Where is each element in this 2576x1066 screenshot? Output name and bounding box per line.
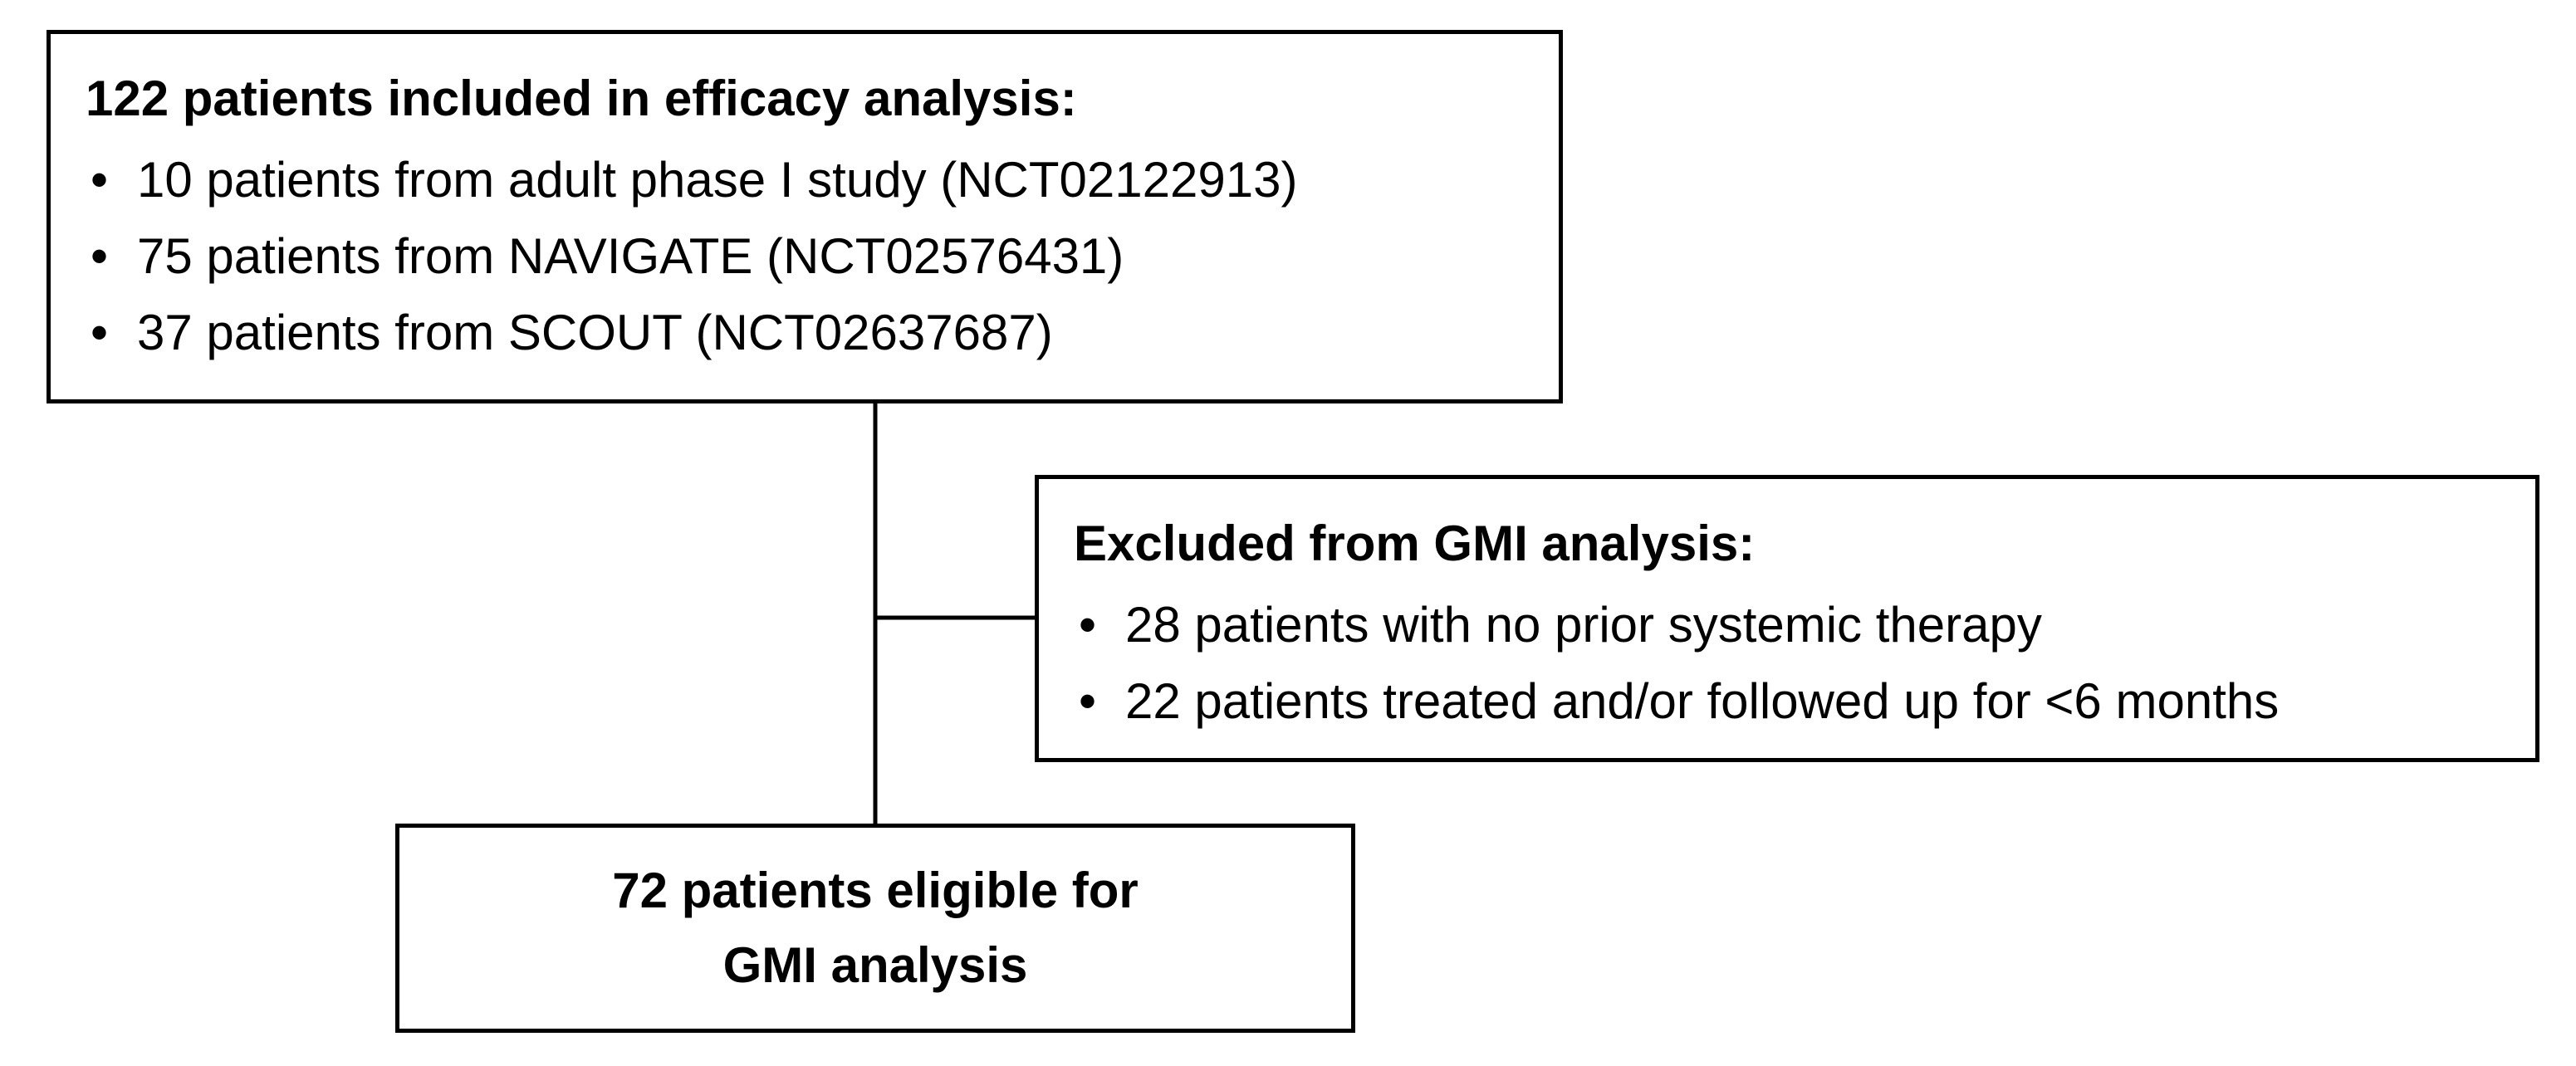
included-list: • 10 patients from adult phase I study (… [86, 142, 1559, 371]
bullet-icon: • [91, 152, 109, 208]
included-item-text: 10 patients from adult phase I study (NC… [137, 152, 1298, 208]
eligible-patients-box: 72 patients eligible for GMI analysis [395, 824, 1355, 1033]
excluded-patients-box: Excluded from GMI analysis: • 28 patient… [1035, 475, 2539, 762]
excluded-item-text: 22 patients treated and/or followed up f… [1125, 673, 2280, 729]
bullet-icon: • [91, 305, 109, 360]
excluded-item-no-prior-therapy: • 28 patients with no prior systemic the… [1074, 587, 2535, 663]
bullet-icon: • [1079, 673, 1097, 729]
eligible-title-line: GMI analysis [722, 937, 1028, 993]
excluded-item-short-followup: • 22 patients treated and/or followed up… [1074, 663, 2535, 740]
eligible-title-line: 72 patients eligible for [612, 863, 1139, 918]
included-item-adult-phase-1: • 10 patients from adult phase I study (… [86, 142, 1559, 218]
excluded-item-text: 28 patients with no prior systemic thera… [1125, 597, 2042, 653]
bullet-icon: • [91, 228, 109, 284]
bullet-icon: • [1079, 597, 1097, 653]
included-title: 122 patients included in efficacy analys… [86, 71, 1077, 126]
included-item-scout: • 37 patients from SCOUT (NCT02637687) [86, 295, 1559, 371]
included-item-text: 75 patients from NAVIGATE (NCT02576431) [137, 228, 1124, 284]
eligible-title: 72 patients eligible for GMI analysis [612, 853, 1139, 1003]
included-patients-box: 122 patients included in efficacy analys… [47, 30, 1563, 403]
included-item-navigate: • 75 patients from NAVIGATE (NCT02576431… [86, 218, 1559, 295]
excluded-title: Excluded from GMI analysis: [1074, 516, 1756, 571]
included-item-text: 37 patients from SCOUT (NCT02637687) [137, 305, 1053, 360]
excluded-list: • 28 patients with no prior systemic the… [1074, 587, 2535, 740]
